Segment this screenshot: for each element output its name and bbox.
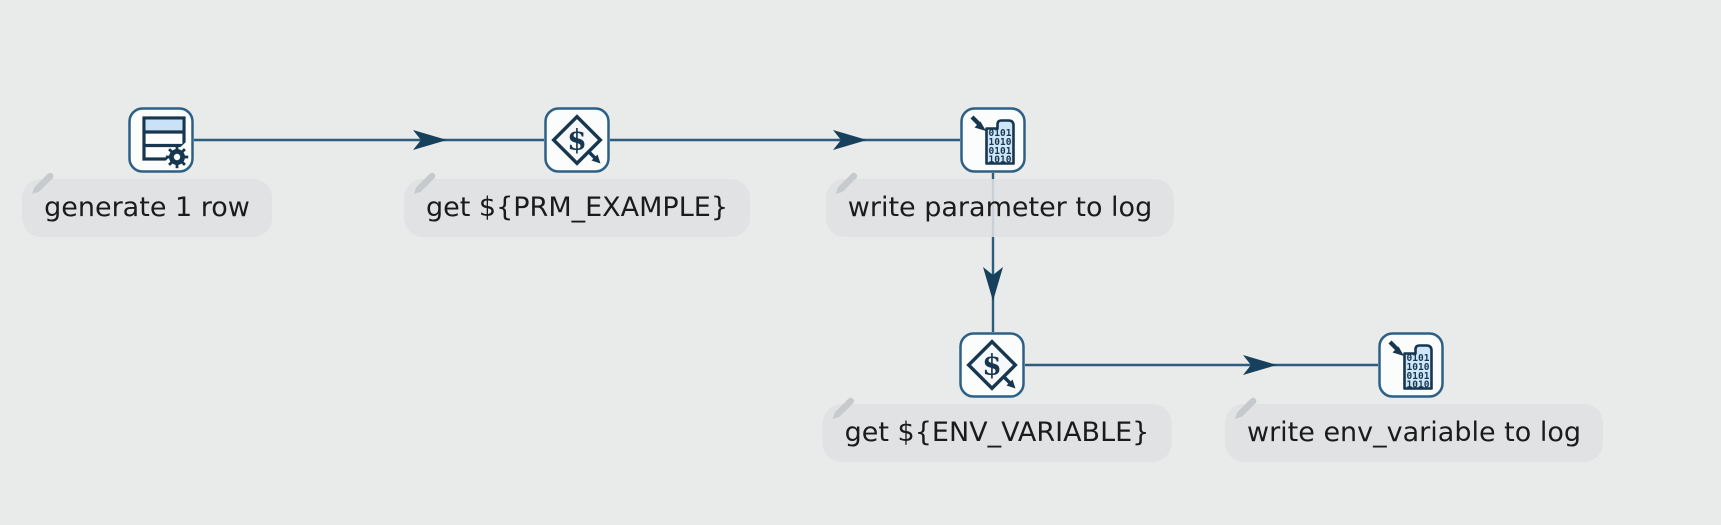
step-label-generate-1-row[interactable]: generate 1 row	[22, 172, 272, 237]
step-label-text: get ${PRM_EXAMPLE}	[426, 192, 728, 223]
write-to-log-icon: 0101 1010 0101 1010	[1378, 332, 1444, 398]
into-arrow-icon	[1388, 340, 1404, 356]
get-variables-icon: $	[544, 107, 610, 173]
svg-text:0101: 0101	[1407, 371, 1430, 382]
step-label-text: get ${ENV_VARIABLE}	[844, 417, 1150, 448]
log-document	[985, 119, 1015, 165]
corner-arrow-icon	[587, 150, 601, 164]
svg-text:1010: 1010	[989, 155, 1012, 166]
into-arrow-icon	[970, 115, 986, 131]
hop-arrowhead-icon	[833, 130, 867, 150]
dollar-glyph: $	[982, 349, 1001, 382]
hop-arrowhead-icon	[1243, 355, 1277, 375]
svg-text:1010: 1010	[1407, 362, 1430, 373]
step-label-text: write parameter to log	[847, 192, 1153, 223]
svg-text:1010: 1010	[989, 137, 1012, 148]
edit-pencil-icon[interactable]	[832, 168, 862, 198]
edit-pencil-icon[interactable]	[28, 168, 58, 198]
hop-arrowhead-icon	[983, 267, 1003, 301]
svg-text:1010: 1010	[1407, 380, 1430, 391]
step-get-env-variable[interactable]: $	[959, 332, 1025, 398]
write-to-log-icon: 0101 1010 0101 1010	[960, 107, 1026, 173]
step-label-text: generate 1 row	[44, 192, 250, 223]
svg-text:0101: 0101	[989, 146, 1012, 157]
svg-text:0101: 0101	[989, 128, 1012, 139]
edit-pencil-icon[interactable]	[829, 393, 859, 423]
data-grid-icon	[128, 107, 194, 173]
get-variables-icon: $	[959, 332, 1025, 398]
step-write-parameter-to-log[interactable]: 0101 1010 0101 1010	[960, 107, 1026, 173]
step-label-write-parameter-to-log[interactable]: write parameter to log	[825, 172, 1175, 237]
step-label-get-env-variable[interactable]: get ${ENV_VARIABLE}	[822, 397, 1172, 462]
step-get-prm-example[interactable]: $	[544, 107, 610, 173]
hop-arrowhead-icon	[413, 130, 447, 150]
step-generate-1-row[interactable]	[128, 107, 194, 173]
svg-text:0101: 0101	[1407, 353, 1430, 364]
corner-arrow-icon	[1002, 375, 1016, 389]
step-label-text: write env_variable to log	[1246, 417, 1582, 448]
step-write-env-variable-to-log[interactable]: 0101 1010 0101 1010	[1378, 332, 1444, 398]
dollar-glyph: $	[567, 124, 586, 157]
edit-pencil-icon[interactable]	[1231, 393, 1261, 423]
hop-prm-to-writelog[interactable]	[610, 130, 960, 150]
binary-lines: 0101 1010 0101 1010	[989, 128, 1012, 166]
step-label-write-env-variable-to-log[interactable]: write env_variable to log	[1224, 397, 1604, 462]
step-label-get-prm-example[interactable]: get ${PRM_EXAMPLE}	[404, 172, 750, 237]
log-document	[1403, 344, 1433, 390]
binary-lines: 0101 1010 0101 1010	[1407, 353, 1430, 391]
hop-env-to-writelog2[interactable]	[1025, 355, 1378, 375]
edit-pencil-icon[interactable]	[410, 168, 440, 198]
hop-generate-to-prm[interactable]	[194, 130, 544, 150]
